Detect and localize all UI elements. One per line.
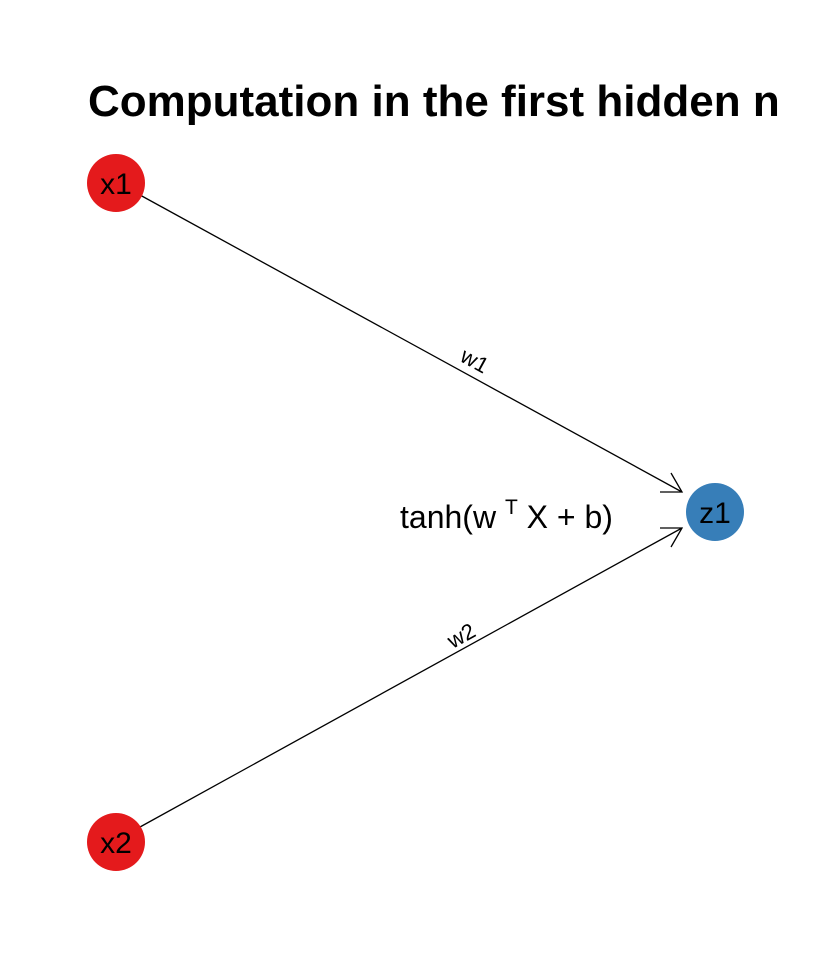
edge-w1-label: w1 <box>456 342 494 378</box>
node-z1-label: z1 <box>699 497 731 530</box>
node-x1: x1 <box>87 154 145 212</box>
node-x1-label: x1 <box>100 168 132 201</box>
edge-w1: w1 <box>139 194 684 493</box>
edge-w2-label: w2 <box>442 618 480 654</box>
node-z1-circle <box>686 483 744 541</box>
node-x2: x2 <box>87 813 145 871</box>
edge-w2-arrowhead <box>660 527 684 548</box>
formula-superscript: T <box>505 496 518 519</box>
edge-w1-line <box>139 194 683 493</box>
node-z1: z1 <box>686 483 744 541</box>
formula-prefix: tanh(w <box>400 499 497 535</box>
diagram-title: Computation in the first hidden n <box>88 77 780 126</box>
formula-suffix: X + b) <box>527 499 613 535</box>
edge-w2: w2 <box>139 527 684 828</box>
node-x1-circle <box>87 154 145 212</box>
activation-formula: tanh(w T X + b) <box>400 485 613 535</box>
edge-w1-arrowhead <box>660 472 684 493</box>
edge-w2-line <box>139 527 683 828</box>
node-x2-label: x2 <box>100 827 132 860</box>
node-x2-circle <box>87 813 145 871</box>
